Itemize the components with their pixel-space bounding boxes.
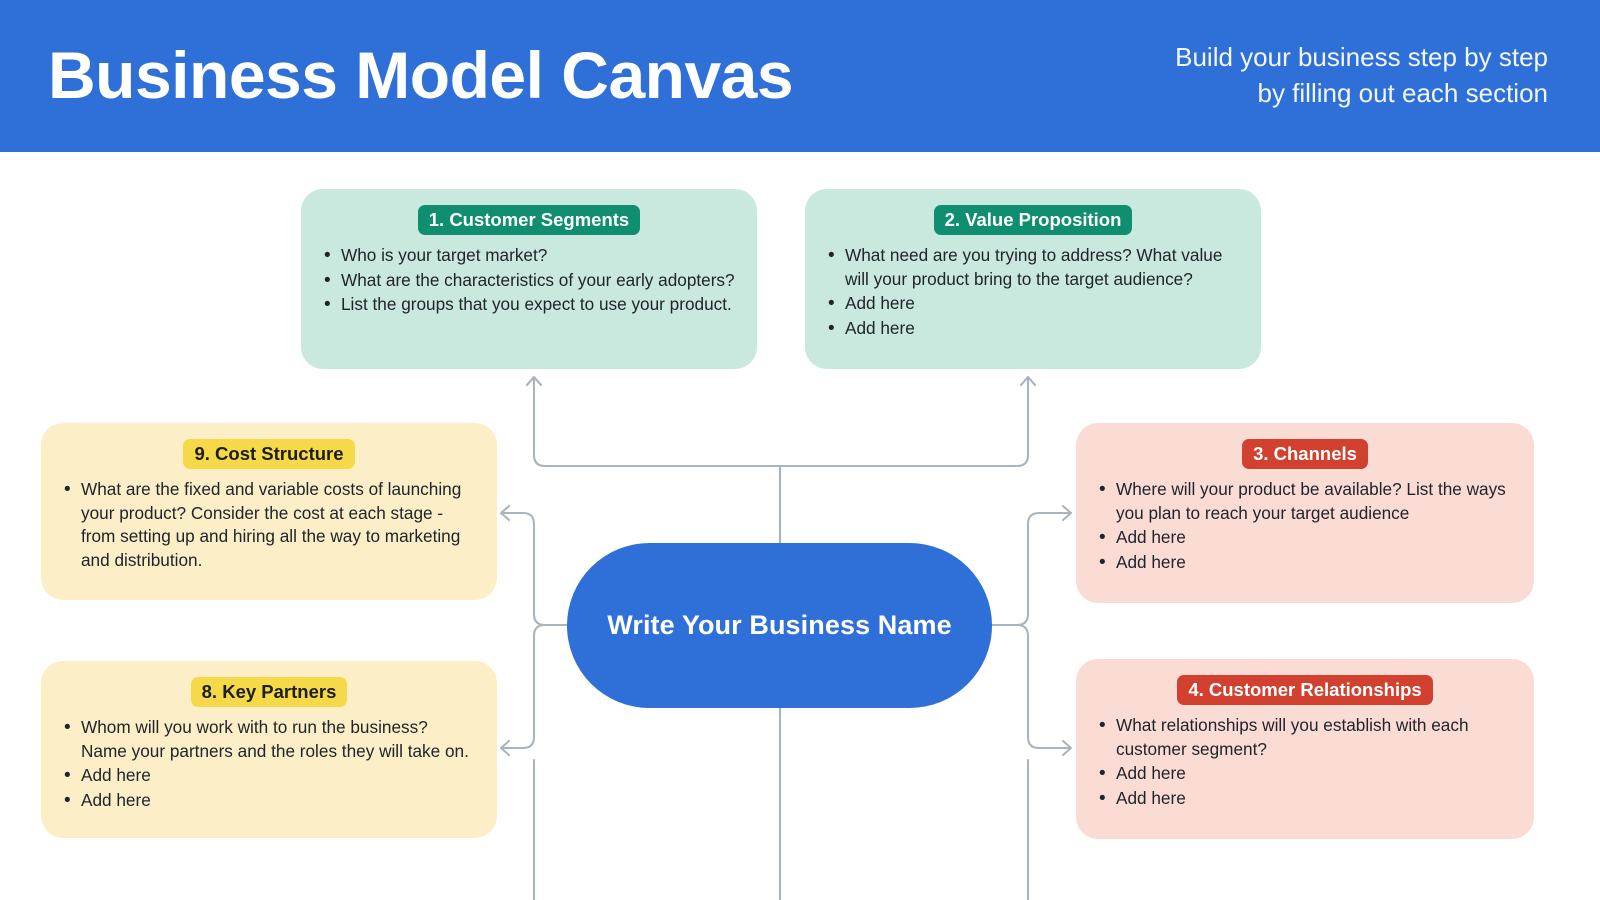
badge-row: 2. Value Proposition xyxy=(825,205,1241,236)
connector-center-to-customer-segments xyxy=(532,376,782,547)
card-badge-cost-structure: 9. Cost Structure xyxy=(183,439,355,470)
card-badge-value-proposition: 2. Value Proposition xyxy=(933,205,1133,236)
card-badge-customer-segments: 1. Customer Segments xyxy=(417,205,641,236)
badge-row: 3. Channels xyxy=(1096,439,1514,470)
arrowhead-cost-structure xyxy=(499,504,511,522)
list-item[interactable]: What need are you trying to address? Wha… xyxy=(825,243,1241,291)
list-item[interactable]: Add here xyxy=(61,788,477,814)
card-customer-relationships[interactable]: 4. Customer Relationships What relations… xyxy=(1076,659,1534,839)
arrowhead-customer-segments xyxy=(525,375,543,387)
card-value-proposition[interactable]: 2. Value Proposition What need are you t… xyxy=(805,189,1261,369)
card-badge-key-partners: 8. Key Partners xyxy=(190,677,348,708)
connector-center-to-channels xyxy=(990,511,1072,627)
arrowhead-value-proposition xyxy=(1019,375,1037,387)
list-item[interactable]: What are the characteristics of your ear… xyxy=(321,268,737,294)
list-item[interactable]: Add here xyxy=(825,291,1241,317)
arrowhead-key-partners xyxy=(499,739,511,757)
list-item[interactable]: Add here xyxy=(1096,761,1514,787)
page-header: Business Model Canvas Build your busines… xyxy=(0,0,1600,152)
connector-center-to-value-proposition xyxy=(778,376,1030,547)
connector-center-to-key-partners xyxy=(500,623,569,750)
list-item[interactable]: What relationships will you establish wi… xyxy=(1096,713,1514,761)
list-item[interactable]: Whom will you work with to run the busin… xyxy=(61,715,477,763)
list-item[interactable]: Add here xyxy=(1096,786,1514,812)
badge-row: 8. Key Partners xyxy=(61,677,477,708)
list-item[interactable]: Where will your product be available? Li… xyxy=(1096,477,1514,525)
card-cost-structure[interactable]: 9. Cost Structure What are the fixed and… xyxy=(41,423,497,600)
badge-row: 4. Customer Relationships xyxy=(1096,675,1514,706)
list-item[interactable]: Add here xyxy=(61,763,477,789)
page-subtitle: Build your business step by step by fill… xyxy=(1175,42,1548,108)
bullet-list: Where will your product be available? Li… xyxy=(1096,477,1514,576)
list-item[interactable]: List the groups that you expect to use y… xyxy=(321,292,737,318)
card-channels[interactable]: 3. Channels Where will your product be a… xyxy=(1076,423,1534,603)
list-item[interactable]: What are the fixed and variable costs of… xyxy=(61,477,477,572)
card-key-partners[interactable]: 8. Key Partners Whom will you work with … xyxy=(41,661,497,838)
arrowhead-channels xyxy=(1061,504,1073,522)
card-customer-segments[interactable]: 1. Customer Segments Who is your target … xyxy=(301,189,757,369)
page-title: Business Model Canvas xyxy=(48,38,794,113)
bullet-list: What relationships will you establish wi… xyxy=(1096,713,1514,812)
center-node-label: Write Your Business Name xyxy=(607,610,952,640)
list-item[interactable]: Who is your target market? xyxy=(321,243,737,269)
bullet-list: What are the fixed and variable costs of… xyxy=(61,477,477,572)
list-item[interactable]: Add here xyxy=(1096,550,1514,576)
connector-center-to-cost-structure xyxy=(500,511,569,627)
card-badge-customer-relationships: 4. Customer Relationships xyxy=(1177,675,1433,706)
card-badge-channels: 3. Channels xyxy=(1242,439,1368,470)
badge-row: 1. Customer Segments xyxy=(321,205,737,236)
list-item[interactable]: Add here xyxy=(1096,525,1514,551)
badge-row: 9. Cost Structure xyxy=(61,439,477,470)
bullet-list: What need are you trying to address? Wha… xyxy=(825,243,1241,342)
arrowhead-customer-relationships xyxy=(1061,739,1073,757)
bullet-list: Who is your target market? What are the … xyxy=(321,243,737,318)
center-node-business-name[interactable]: Write Your Business Name xyxy=(567,543,992,708)
connector-center-to-customer-relationships xyxy=(990,623,1072,750)
list-item[interactable]: Add here xyxy=(825,316,1241,342)
bullet-list: Whom will you work with to run the busin… xyxy=(61,715,477,814)
